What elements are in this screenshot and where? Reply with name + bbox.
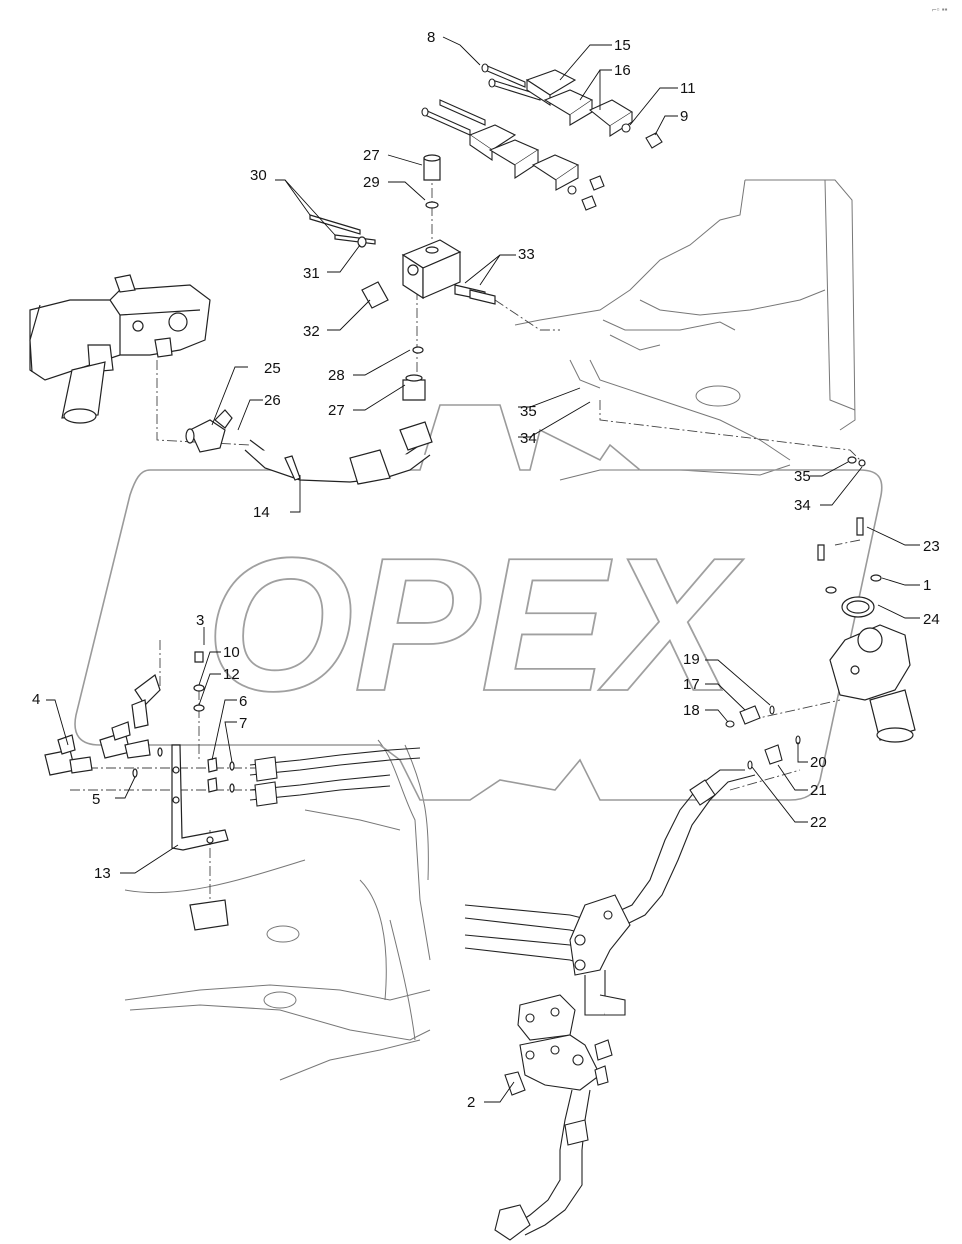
callout-14: 14 — [253, 504, 270, 521]
callout-4: 4 — [32, 691, 40, 708]
callout-13: 13 — [94, 865, 111, 882]
callout-17: 17 — [683, 676, 700, 693]
callout-2: 2 — [467, 1094, 475, 1111]
callout-19: 19 — [683, 651, 700, 668]
hydraulic-pump — [817, 456, 916, 743]
chassis-frame-outline — [124, 179, 856, 1081]
callout-23: 23 — [923, 538, 940, 555]
callout-20: 20 — [810, 754, 827, 771]
callout-1: 1 — [923, 577, 931, 594]
callout-27-bottom: 27 — [328, 402, 345, 419]
hydraulic-hose — [185, 409, 433, 485]
pressure-lines — [249, 747, 421, 807]
callout-34-left: 34 — [520, 430, 537, 447]
callout-12: 12 — [223, 666, 240, 683]
callout-30: 30 — [250, 167, 267, 184]
callout-21: 21 — [810, 782, 827, 799]
callout-8: 8 — [427, 29, 435, 46]
callout-33: 33 — [518, 246, 535, 263]
distribution-block — [309, 154, 496, 401]
lower-valve-assembly — [464, 769, 756, 1241]
callout-5: 5 — [92, 791, 100, 808]
callout-29: 29 — [363, 174, 380, 191]
pump-fittings — [725, 705, 801, 770]
callout-31: 31 — [303, 265, 320, 282]
callout-22: 22 — [810, 814, 827, 831]
callout-32: 32 — [303, 323, 320, 340]
callout-10: 10 — [223, 644, 240, 661]
callout-35-left: 35 — [520, 403, 537, 420]
callout-16: 16 — [614, 62, 631, 79]
callout-26: 26 — [264, 392, 281, 409]
callout-27-top: 27 — [363, 147, 380, 164]
callout-18: 18 — [683, 702, 700, 719]
callout-7: 7 — [239, 715, 247, 732]
callout-35-right: 35 — [794, 468, 811, 485]
callout-labels: 8 15 16 11 9 27 29 30 33 31 32 28 25 26 … — [32, 29, 940, 1111]
watermark-text: OPEX — [206, 519, 744, 731]
callout-24: 24 — [923, 611, 940, 628]
callout-15: 15 — [614, 37, 631, 54]
mounting-bracket — [44, 651, 235, 931]
callout-28: 28 — [328, 367, 345, 384]
pipe-clamp-assembly — [421, 63, 663, 211]
callout-6: 6 — [239, 693, 247, 710]
callout-9: 9 — [680, 108, 688, 125]
callout-25: 25 — [264, 360, 281, 377]
callout-3: 3 — [196, 612, 204, 629]
callout-11: 11 — [680, 80, 696, 97]
steering-valve — [29, 274, 211, 424]
callout-34-right: 34 — [794, 497, 811, 514]
callout-leader-lines — [46, 36, 920, 1103]
corner-mark: ⌐▫ ▪▪ — [932, 5, 948, 14]
